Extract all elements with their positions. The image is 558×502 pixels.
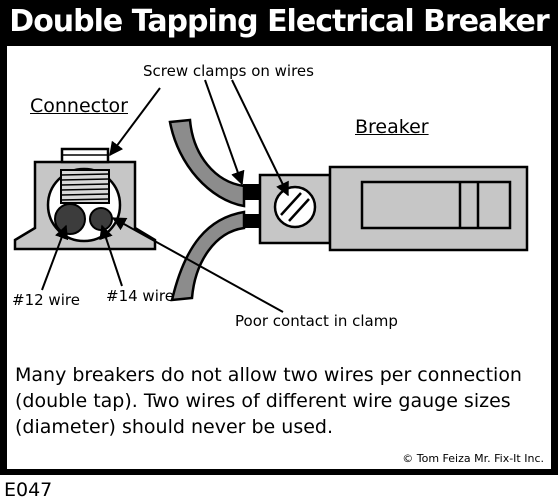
- figure-code: E047: [4, 479, 53, 501]
- breaker-label: Breaker: [355, 116, 429, 138]
- lower-wire-core: [243, 214, 261, 228]
- connector-screw-thread: [60, 169, 110, 204]
- wire-14-label: #14 wire: [106, 287, 174, 305]
- caption-line: (diameter) should never be used.: [15, 416, 334, 438]
- connector-label: Connector: [30, 95, 128, 117]
- poor-contact-arrow: [111, 217, 284, 313]
- breaker: [258, 165, 529, 252]
- breaker-handle-slot: [360, 180, 512, 230]
- caption-line: Many breakers do not allow two wires per…: [15, 364, 522, 386]
- caption: Many breakers do not allow two wires per…: [15, 362, 545, 440]
- wires: [168, 118, 261, 302]
- wire-14-arrow: [99, 224, 123, 287]
- caption-line: (double tap). Two wires of different wir…: [15, 390, 511, 412]
- wire-12-label: #12 wire: [12, 291, 80, 309]
- callout-arrows: [41, 79, 289, 313]
- upper-wire-core: [243, 184, 261, 200]
- poor-contact-label: Poor contact in clamp: [235, 312, 398, 330]
- screw-clamp-breaker-arrow: [231, 79, 289, 197]
- lower-wire: [170, 210, 246, 302]
- screw-clamps-label: Screw clamps on wires: [143, 62, 314, 80]
- breaker-screw-clamp: [273, 185, 317, 229]
- wire-12-section: [54, 203, 86, 235]
- connector-arrow: [109, 87, 161, 157]
- upper-wire: [168, 118, 246, 208]
- illustration-panel: [7, 46, 551, 469]
- connector: [13, 147, 157, 251]
- wire-12-arrow: [41, 224, 69, 291]
- screw-clamp-upper-arrow: [204, 79, 245, 186]
- wire-14-section: [89, 207, 113, 231]
- breaker-diagram: [13, 79, 529, 313]
- copyright-notice: © Tom Feiza Mr. Fix-It Inc.: [402, 452, 544, 465]
- page-title: Double Tapping Electrical Breaker: [9, 4, 549, 39]
